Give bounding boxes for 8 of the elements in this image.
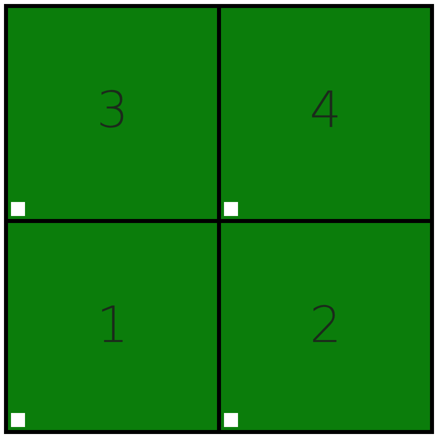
square-tile [221, 8, 430, 219]
tile-number: 1 [96, 295, 130, 355]
tile-number: 3 [96, 80, 130, 140]
square-tile [8, 8, 217, 219]
tile-number: 4 [308, 80, 342, 140]
square-tile [221, 223, 430, 430]
tile-number: 2 [308, 295, 342, 355]
square-tile [8, 223, 217, 430]
